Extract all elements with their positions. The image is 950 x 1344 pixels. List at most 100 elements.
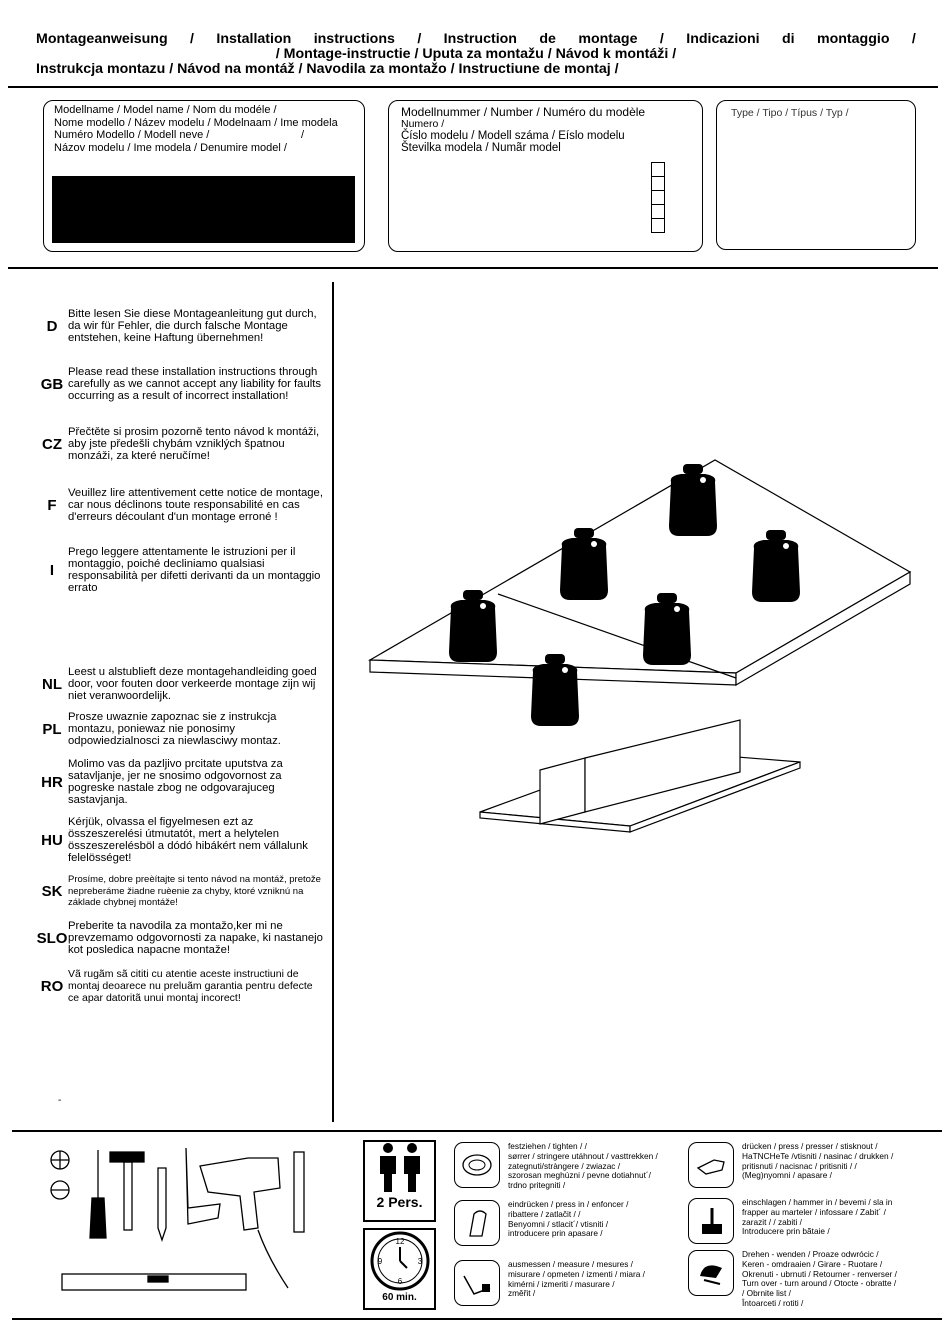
header-word: / — [417, 31, 422, 47]
header-word: di — [781, 31, 795, 47]
language-code: PL — [42, 720, 62, 738]
redacted-model-name — [52, 176, 355, 243]
table-top-extension-seam — [497, 593, 737, 679]
warning-SK: SK Prosíme, dobre preèítajte si tento ná… — [36, 874, 326, 909]
language-code: D — [46, 317, 58, 335]
warning-SLO: SLO Preberite ta navodila za montažo,ker… — [36, 920, 326, 956]
clock-icon: 12 3 6 9 — [370, 1231, 429, 1291]
header-word: / — [659, 31, 664, 47]
stray-mark: - — [58, 1095, 62, 1106]
action-text: eindrücken / press in / enfoncer / ribat… — [508, 1199, 629, 1239]
measure-icon — [454, 1260, 500, 1306]
model-name-label: Numéro Modello / Modell neve / / — [54, 129, 305, 141]
header-word: Montageanweisung — [36, 31, 168, 47]
type-box: Type / Tipo / Típus / Typ / — [716, 100, 916, 250]
model-number-label: Številka modela / Numãr model — [401, 142, 561, 154]
tape-icon — [454, 1142, 500, 1188]
language-code: GB — [40, 375, 64, 393]
header-word: montaggio — [816, 31, 890, 47]
divider — [8, 86, 938, 88]
weights — [449, 464, 800, 726]
action-text: einschlagen / hammer in / bevemi / sla i… — [742, 1197, 893, 1237]
header-word: / — [911, 31, 916, 47]
time-label: 60 min. — [382, 1292, 417, 1303]
persons-required-box: 2 Pers. — [363, 1140, 436, 1222]
header-line-3: Instrukcja montazu / Návod na montáž / N… — [36, 61, 619, 77]
warning-RO: RO Vã rugãm sã cititi cu atentie aceste … — [36, 968, 326, 1004]
warning-text: Prosíme, dobre preèítajte si tento návod… — [68, 874, 321, 908]
column-divider — [332, 282, 334, 1122]
warning-GB: GB Please read these installation instru… — [36, 366, 326, 402]
warning-text: Please read these installation instructi… — [68, 366, 322, 402]
action-turn-over: Drehen - wenden / Proaze odwrócic / Kere… — [688, 1249, 907, 1309]
action-hammer-in: einschlagen / hammer in / bevemi / sla i… — [688, 1197, 907, 1244]
hand-press-icon — [688, 1142, 734, 1188]
header-word: Installation — [216, 31, 292, 47]
language-code: RO — [40, 977, 64, 995]
flat-screw-icon — [50, 1180, 70, 1200]
model-number-label: Číslo modelu / Modell száma / Eíslo mode… — [401, 130, 625, 142]
weight-icon — [643, 593, 691, 665]
table-column — [539, 757, 586, 825]
drill-icon — [199, 1157, 289, 1289]
weight-icon — [449, 590, 497, 662]
press-in-icon — [454, 1200, 500, 1246]
warning-NL: NL Leest u alstublieft deze montagehandl… — [36, 666, 326, 702]
warning-text: Molimo vas da pazljivo prcitate uputstva… — [68, 758, 283, 806]
warning-HR: HR Molimo vas da pazljivo prcitate uputs… — [36, 758, 326, 806]
pencil-icon — [157, 1167, 167, 1243]
table-with-weights-illustration — [367, 459, 912, 833]
language-code: HU — [41, 831, 63, 849]
weight-icon — [560, 528, 608, 600]
clock-number: 3 — [417, 1257, 422, 1266]
warning-CZ: CZ Přečtěte si prosim pozorně tento návo… — [36, 426, 326, 462]
turn-over-icon — [688, 1250, 734, 1296]
digit-box — [651, 218, 665, 233]
warning-D: D Bitte lesen Sie diese Montageanleitung… — [36, 308, 326, 344]
divider — [12, 1130, 942, 1132]
digit-box — [651, 176, 665, 191]
model-name-label: Nome modello / Název modelu / Modelnaam … — [54, 116, 338, 129]
language-code: SLO — [36, 929, 68, 947]
language-code: SK — [41, 882, 63, 900]
warning-text: Bitte lesen Sie diese Montageanleitung g… — [68, 308, 317, 344]
action-text: drücken / press / presser / stisknout / … — [742, 1141, 894, 1181]
warning-text: Vã rugãm sã cititi cu atentie aceste ins… — [68, 968, 313, 1004]
warning-text: Prosze uwaznie zapoznac sie z instrukcja… — [68, 711, 281, 747]
language-code: F — [47, 496, 57, 514]
weight-icon — [531, 654, 579, 726]
clock-number: 6 — [397, 1277, 402, 1286]
hammer-icon — [109, 1151, 145, 1231]
digit-box — [651, 190, 665, 205]
header-word: Instruction — [443, 31, 517, 47]
action-text: ausmessen / measure / mesures / misurare… — [508, 1259, 645, 1299]
warning-text: Preberite ta navodila za montažo,ker mi … — [68, 920, 323, 956]
language-code: CZ — [42, 435, 62, 453]
spirit-level-icon — [61, 1273, 247, 1291]
weight-icon — [669, 464, 717, 536]
two-persons-icon — [379, 1143, 420, 1192]
table-top-edge — [735, 570, 911, 687]
warning-text: Kérjük, olvassa el figyelmesen ezt az ös… — [68, 816, 308, 864]
header-word: instructions — [313, 31, 395, 47]
action-press: drücken / press / presser / stisknout / … — [688, 1141, 907, 1188]
hammer-icon — [688, 1198, 734, 1244]
warning-I: I Prego leggere attentamente le istruzio… — [36, 546, 326, 594]
action-text: festziehen / tighten / / sørrer / string… — [508, 1141, 658, 1191]
table-column — [584, 719, 741, 813]
header-word: / — [190, 31, 194, 47]
tools-illustration — [50, 1148, 305, 1291]
header-line-2: / Montage-instructie / Uputa za montažu … — [275, 46, 677, 62]
saw-icon — [185, 1148, 221, 1225]
digit-box — [651, 162, 665, 177]
model-name-label: Modellname / Model name / Nom du modéle … — [54, 104, 277, 116]
model-number-label: Numero / — [401, 118, 445, 130]
action-tighten: festziehen / tighten / / sørrer / string… — [454, 1141, 673, 1191]
language-code: HR — [41, 773, 63, 791]
type-label: Type / Tipo / Típus / Typ / — [731, 107, 849, 119]
language-code: NL — [42, 675, 62, 693]
warning-F: F Veuillez lire attentivement cette noti… — [36, 487, 326, 523]
action-press-in: eindrücken / press in / enfoncer / ribat… — [454, 1199, 673, 1246]
weight-icon — [752, 530, 800, 602]
warning-text: Přečtěte si prosim pozorně tento návod k… — [68, 426, 320, 462]
